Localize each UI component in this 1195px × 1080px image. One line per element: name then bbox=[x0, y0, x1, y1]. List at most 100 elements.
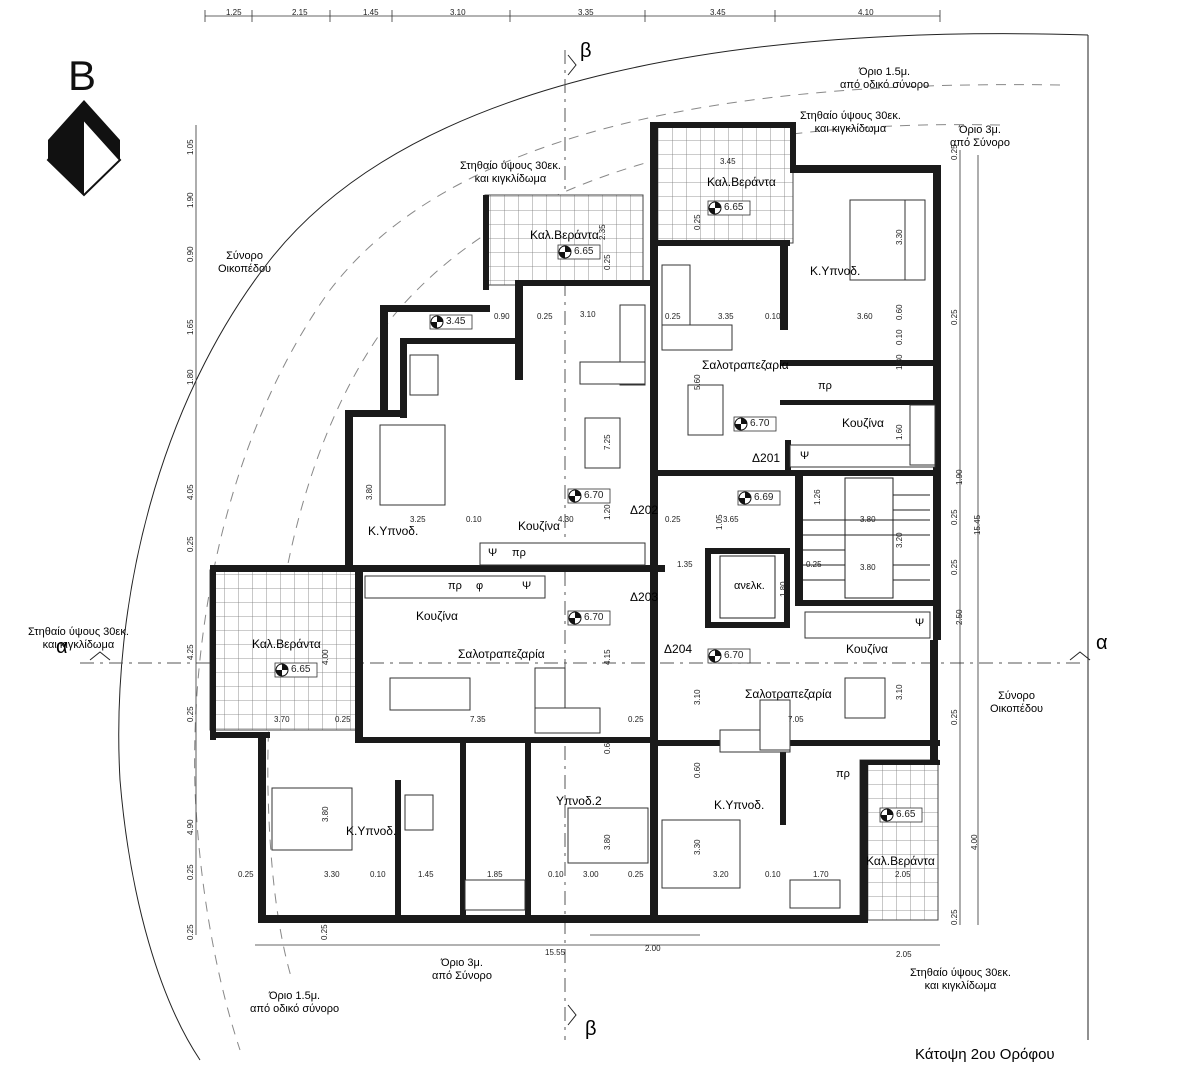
level-marker-icon bbox=[567, 610, 611, 626]
apartment-d204: Δ204 bbox=[664, 642, 693, 656]
room-veranda-top-right: Καλ.Βεράντα bbox=[707, 175, 776, 189]
interior-dim-label: 0.10 bbox=[548, 870, 564, 879]
interior-dim-label: 3.20 bbox=[713, 870, 729, 879]
room-bedroom-br: Κ.Υπνοδ. bbox=[714, 798, 765, 812]
room-lift: ανελκ. bbox=[734, 580, 765, 592]
interior-dim-label: 3.25 bbox=[410, 515, 426, 524]
interior-dim-label: 1.20 bbox=[603, 504, 612, 520]
right-dim-label: 0.25 bbox=[950, 559, 959, 575]
interior-dim-label: 3.10 bbox=[895, 684, 904, 700]
note-railing-left: Στηθαίο ύψους 30εκ.και κιγκλίδωμα bbox=[28, 626, 129, 651]
interior-dim-label: 3.10 bbox=[693, 689, 702, 705]
top-dim-label: 2.15 bbox=[292, 8, 308, 17]
right-dim-label: 0.25 bbox=[950, 309, 959, 325]
level-marker-icon bbox=[274, 662, 318, 678]
interior-dim-label: 3.60 bbox=[857, 312, 873, 321]
left-dim-label: 0.90 bbox=[186, 246, 195, 262]
interior-dim-label: 7.25 bbox=[603, 434, 612, 450]
section-arrow-bottom bbox=[567, 1004, 577, 1026]
interior-dim-label: 3.35 bbox=[718, 312, 734, 321]
bottom-dim-label: 15.55 bbox=[545, 948, 566, 957]
plot-boundary-curve bbox=[118, 33, 1089, 1061]
room-living-ml: Σαλοτραπεζαρία bbox=[458, 647, 545, 661]
apartment-d203: Δ203 bbox=[630, 590, 659, 604]
interior-dim-label: 0.25 bbox=[320, 924, 329, 940]
section-label-alpha-right: α bbox=[1096, 632, 1108, 654]
right-dim-label: 0.25 bbox=[950, 909, 959, 925]
room-bedroom-tr: Κ.Υπνοδ. bbox=[810, 264, 861, 278]
level-value: 6.69 bbox=[754, 492, 774, 503]
room-kitchen-ml: Κουζίνα bbox=[518, 519, 560, 533]
right-dim-label: 15.45 bbox=[973, 514, 982, 535]
section-label-beta-bottom: β bbox=[585, 1018, 597, 1040]
veranda-top-right bbox=[654, 124, 794, 244]
interior-dim-label: 3.80 bbox=[860, 515, 876, 524]
level-value: 6.70 bbox=[750, 418, 770, 429]
section-arrow-left bbox=[89, 651, 111, 661]
interior-dim-label: 0.25 bbox=[665, 312, 681, 321]
right-dim-label: 0.25 bbox=[950, 509, 959, 525]
interior-dim-label: 0.25 bbox=[693, 214, 702, 230]
note-limit-3m-top: Όριο 3μ.από Σύνορο bbox=[950, 124, 1010, 149]
level-marker-icon bbox=[707, 200, 751, 216]
interior-dim-label: 0.25 bbox=[628, 870, 644, 879]
interior-dim-label: 0.60 bbox=[895, 304, 904, 320]
left-dim-label: 1.05 bbox=[186, 139, 195, 155]
interior-dim-label: 1.60 bbox=[895, 424, 904, 440]
interior-dim-label: 3.70 bbox=[274, 715, 290, 724]
left-dim-label: 1.90 bbox=[186, 192, 195, 208]
section-arrow-top bbox=[567, 54, 577, 76]
interior-dim-label: 7.35 bbox=[470, 715, 486, 724]
interior-dim-label: 0.25 bbox=[238, 870, 254, 879]
right-dim-label: 2.50 bbox=[955, 609, 964, 625]
limit-1-5m-curve bbox=[194, 84, 1061, 1051]
north-letter: B bbox=[68, 52, 97, 99]
label-pr4: πρ bbox=[836, 768, 850, 780]
section-label-alpha-left: α bbox=[56, 636, 68, 658]
note-road-limit-bottom: Όριο 1.5μ.από οδικό σύνορο bbox=[250, 990, 340, 1015]
note-road-limit-top: Όριο 1.5μ.από οδικό σύνορο bbox=[840, 66, 930, 91]
interior-dim-label: 0.10 bbox=[466, 515, 482, 524]
label-psi4: Ψ bbox=[915, 617, 925, 629]
level-value: 6.65 bbox=[574, 246, 594, 257]
top-dim-label: 3.35 bbox=[578, 8, 594, 17]
bottom-dim-label: 2.05 bbox=[896, 950, 912, 959]
interior-dim-label: 3.00 bbox=[583, 870, 599, 879]
section-label-beta-top: β bbox=[580, 40, 592, 62]
left-dim-label: 1.65 bbox=[186, 319, 195, 335]
room-living-mr: Σαλοτραπεζαρία bbox=[745, 687, 832, 701]
room-kitchen-mr: Κουζίνα bbox=[846, 642, 888, 656]
level-marker-icon bbox=[557, 244, 601, 260]
interior-dim-label: 1.35 bbox=[677, 560, 693, 569]
note-railing-bottom-right: Στηθαίο ύψους 30εκ.και κιγκλίδωμα bbox=[910, 967, 1011, 992]
interior-dim-label: 1.80 bbox=[779, 581, 788, 597]
bottom-dim-label: 2.00 bbox=[645, 944, 661, 953]
left-dim-label: 0.25 bbox=[186, 706, 195, 722]
room-bedroom2-b: Υπνοδ.2 bbox=[556, 794, 602, 808]
level-marker-icon bbox=[737, 490, 781, 506]
interior-dim-label: 4.00 bbox=[321, 649, 330, 665]
label-phi: φ bbox=[476, 580, 484, 592]
level-marker-icon bbox=[567, 488, 611, 504]
interior-dim-label: 0.10 bbox=[895, 329, 904, 345]
label-psi1: Ψ bbox=[800, 450, 810, 462]
drawing-title: Κάτοψη 2ου Ορόφου bbox=[915, 1046, 1055, 1063]
level-value: 3.45 bbox=[446, 316, 466, 327]
note-limit-3m-bottom: Όριο 3μ.από Σύνορο bbox=[432, 957, 492, 982]
interior-dim-label: 3.30 bbox=[895, 229, 904, 245]
interior-dim-label: 4.30 bbox=[558, 515, 574, 524]
interior-dim-label: 0.10 bbox=[765, 312, 781, 321]
label-pr1: πρ bbox=[818, 380, 832, 392]
interior-dim-label: 0.25 bbox=[335, 715, 351, 724]
top-dim-label: 1.45 bbox=[363, 8, 379, 17]
note-railing-top-right: Στηθαίο ύψους 30εκ.και κιγκλίδωμα bbox=[800, 110, 901, 135]
left-dim-label: 1.80 bbox=[186, 369, 195, 385]
north-arrow-icon bbox=[46, 100, 122, 197]
left-dim-label: 0.25 bbox=[186, 536, 195, 552]
interior-dim-label: 3.80 bbox=[321, 806, 330, 822]
level-marker-icon bbox=[733, 416, 777, 432]
room-veranda-top-mid: Καλ.Βεράντα bbox=[530, 228, 599, 242]
interior-dim-label: 3.45 bbox=[720, 157, 736, 166]
left-dim-label: 4.05 bbox=[186, 484, 195, 500]
